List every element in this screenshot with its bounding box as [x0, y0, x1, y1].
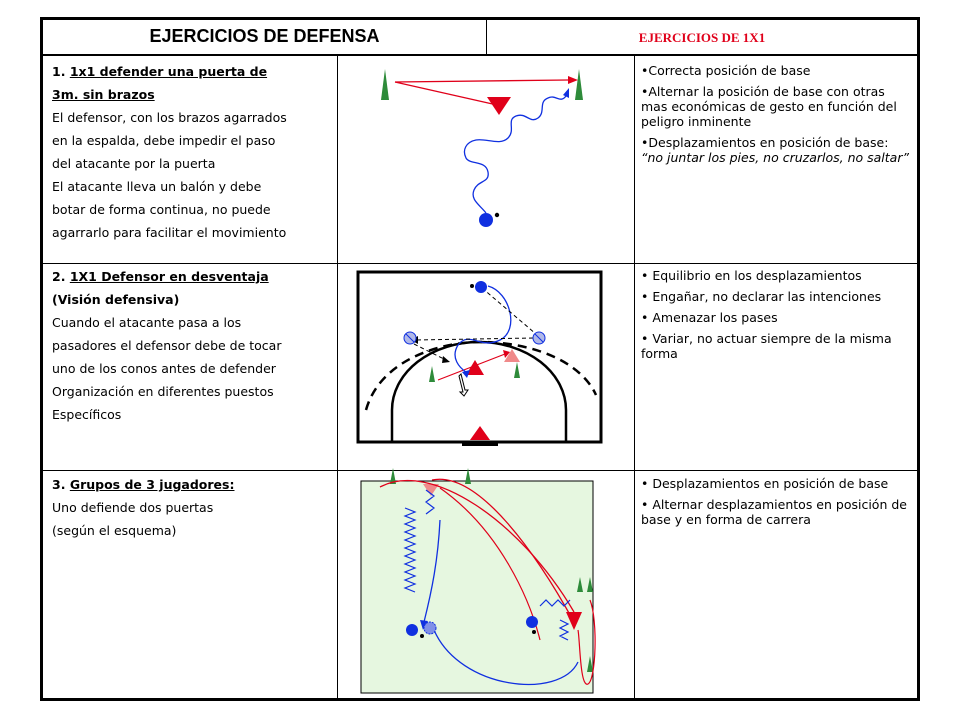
page-title: EJERCICIOS DE DEFENSA — [149, 26, 380, 46]
exercise-1-line: agarrarlo para facilitar el movimiento — [52, 225, 287, 240]
exercise-1-title-line2: 3m. sin brazos — [52, 87, 155, 102]
attacker-run-path — [454, 285, 512, 373]
exercise-2-description: 2. 1X1 Defensor en desventaja (Visión de… — [43, 265, 337, 426]
exercise-2-line: uno de los conos antes de defender — [52, 361, 276, 376]
exercise-1-points: •Correcta posición de base •Alternar la … — [635, 63, 917, 171]
defender-triangle-icon — [470, 426, 490, 440]
exercise-1-point: •Correcta posición de base — [641, 63, 811, 78]
defender-triangle-icon — [504, 349, 520, 362]
exercise-1-point: •Alternar la posición de base con otras … — [641, 84, 897, 129]
defender-triangle-icon — [487, 97, 511, 115]
attacker-run-path — [423, 519, 441, 623]
cone-icon — [514, 362, 520, 378]
exercise-2-line: Cuando el atacante pasa a los — [52, 315, 242, 330]
row2-divider — [43, 470, 917, 471]
defender-triangle-icon — [466, 360, 484, 375]
exercise-3-title: 3. Grupos de 3 jugadores: — [52, 477, 235, 492]
arrow-head — [503, 350, 510, 358]
exercise-1-line: en la espalda, debe impedir el paso — [52, 133, 276, 148]
ball-icon — [420, 634, 424, 638]
exercise-sheet: EJERCICIOS DE DEFENSA EJERCICIOS DE 1X1 … — [40, 17, 920, 701]
exercise-1-title: 1. 1x1 defender una puerta de — [52, 64, 268, 79]
long-run-path — [431, 478, 575, 623]
exercise-2-line: Específicos — [52, 407, 122, 422]
arrow-head — [462, 370, 470, 378]
cone-icon — [575, 69, 583, 100]
pass-line — [415, 337, 534, 341]
attacker-circle-icon — [526, 616, 538, 628]
arrow-head — [420, 620, 428, 630]
defender-triangle-icon — [423, 484, 439, 496]
arrow-head — [442, 356, 450, 363]
movement-arrow-icon — [458, 373, 469, 397]
exercise-2-point: • Engañar, no declarar las intenciones — [641, 289, 882, 304]
exercise-1-description: 1. 1x1 defender una puerta de 3m. sin br… — [43, 60, 337, 244]
attacker-run-path — [433, 629, 579, 686]
row1-divider — [43, 263, 917, 264]
page-subtitle: EJERCICIOS DE 1X1 — [638, 30, 766, 45]
long-run-path — [379, 479, 575, 613]
exercise-2-title: 2. 1X1 Defensor en desventaja — [52, 269, 269, 284]
exercise-3-points: • Desplazamientos en posición de base • … — [635, 476, 917, 533]
ball-icon — [470, 284, 474, 288]
zigzag-path — [539, 599, 571, 641]
passer-hatch — [534, 333, 544, 343]
exercise-3-description: 3. Grupos de 3 jugadores: Uno defiende d… — [43, 473, 337, 542]
exercise-1-line: botar de forma continua, no puede — [52, 202, 271, 217]
exercise-2-point: • Amenazar los pases — [641, 310, 778, 325]
cone-icon — [381, 69, 389, 100]
pass-line — [481, 287, 537, 335]
exercise-3-point: • Alternar desplazamientos en posición d… — [641, 497, 907, 527]
column-divider-1 — [337, 55, 338, 701]
passer-circle-icon — [423, 621, 437, 635]
attack-pass-line — [394, 79, 569, 83]
defender-return-path — [577, 599, 596, 685]
cone-icon — [587, 577, 593, 592]
dribble-path — [463, 95, 567, 214]
passer-hatch — [405, 333, 415, 343]
header-column-divider — [486, 20, 487, 55]
ball-icon — [494, 212, 500, 218]
exercise-2-line: Organización en diferentes puestos — [52, 384, 274, 399]
exercise-1-point: •Desplazamientos en posición de base: “n… — [641, 135, 909, 165]
exercise-3-line: (según el esquema) — [52, 523, 177, 538]
ball-icon — [532, 630, 536, 634]
arrow-head — [568, 76, 578, 84]
defender-run-line — [437, 353, 506, 381]
exercise-1-line: El defensor, con los brazos agarrados — [52, 110, 287, 125]
attacker-circle-icon — [406, 624, 418, 636]
exercise-2-points: • Equilibrio en los desplazamientos • En… — [635, 268, 917, 367]
exercise-2-title-line2: (Visión defensiva) — [52, 292, 180, 307]
exercise-3-point: • Desplazamientos en posición de base — [641, 476, 889, 491]
zigzag-path — [403, 489, 435, 593]
cone-icon — [429, 366, 435, 382]
attack-pass-line — [394, 81, 498, 106]
attacker-circle-icon — [479, 213, 493, 227]
exercise-2-point: • Equilibrio en los desplazamientos — [641, 268, 862, 283]
column-divider-2 — [634, 55, 635, 701]
exercise-2-point: • Variar, no actuar siempre de la misma … — [641, 331, 892, 361]
cone-icon — [465, 468, 471, 484]
exercise-1-line: El atacante lleva un balón y debe — [52, 179, 262, 194]
exercise-1-line: del atacante por la puerta — [52, 156, 216, 171]
arrow-head — [563, 88, 569, 98]
header-divider — [43, 54, 917, 56]
exercise-3-line: Uno defiende dos puertas — [52, 500, 214, 515]
attacker-circle-icon — [475, 281, 487, 293]
cone-icon — [390, 468, 396, 484]
pass-line — [413, 343, 447, 361]
cone-icon — [587, 656, 593, 672]
cone-icon — [577, 577, 583, 592]
exercise-2-line: pasadores el defensor debe de tocar — [52, 338, 282, 353]
